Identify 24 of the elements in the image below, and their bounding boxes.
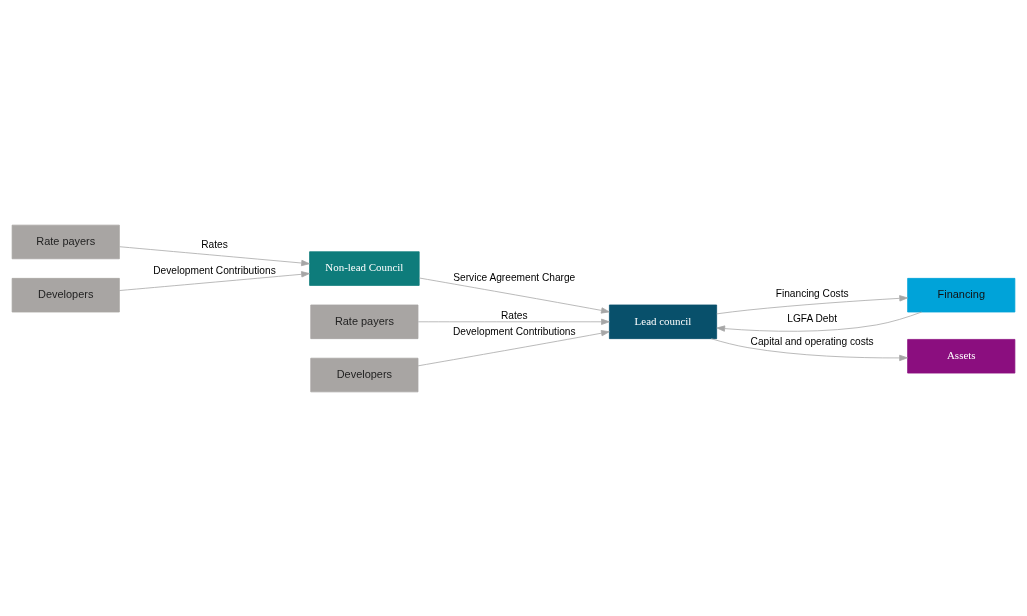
node-box: Developers: [310, 357, 419, 392]
arrow: [119, 270, 310, 291]
node-box: Assets: [907, 338, 1016, 373]
node-box: Rate payers: [310, 304, 419, 339]
arrow: [716, 294, 908, 314]
edge-label: Financing Costs: [775, 287, 849, 299]
arrow: [716, 311, 922, 332]
node-box: Lead council: [609, 304, 718, 339]
node-box: Non-lead Council: [309, 250, 420, 286]
edge-label: Rates: [201, 238, 228, 250]
edge-label: LGFA Debt: [787, 312, 837, 324]
edge-label: Development Contributions: [453, 325, 576, 337]
arrow: [418, 277, 610, 314]
node-box: Rate payers: [11, 224, 120, 259]
arrow: [119, 245, 310, 266]
edge-label: Service Agreement Charge: [453, 271, 576, 283]
arrow: [710, 337, 908, 361]
edge-label: Development Contributions: [153, 264, 276, 276]
edge-label: Rates: [501, 309, 528, 321]
arrow: [417, 318, 610, 325]
arrow: [417, 329, 610, 366]
edge-label: Capital and operating costs: [750, 335, 874, 347]
node-box: Financing: [907, 277, 1016, 312]
node-box: Developers: [11, 277, 120, 312]
